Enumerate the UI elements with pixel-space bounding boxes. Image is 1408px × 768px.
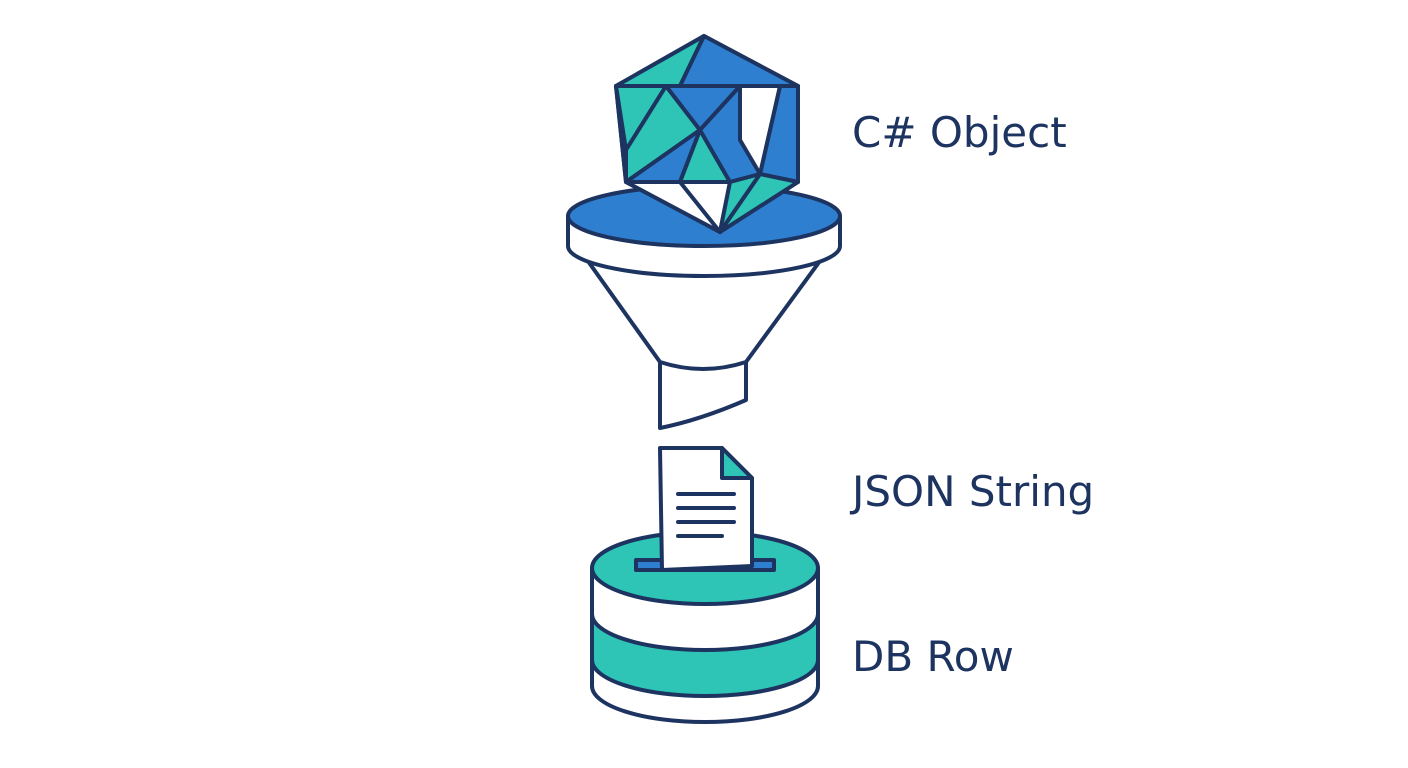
db-row-label: DB Row bbox=[852, 632, 1014, 681]
polyhedron-gem-icon bbox=[614, 34, 800, 234]
document-fold bbox=[720, 446, 754, 480]
database-cylinder-icon bbox=[590, 530, 820, 724]
gem-facet-bottom-right bbox=[718, 172, 762, 234]
gem-window bbox=[738, 84, 782, 176]
funnel-cone bbox=[578, 248, 830, 371]
funnel-spout bbox=[658, 358, 748, 430]
document-icon bbox=[658, 446, 754, 572]
c-sharp-object-label: C# Object bbox=[852, 108, 1067, 157]
json-string-label: JSON String bbox=[852, 467, 1095, 516]
